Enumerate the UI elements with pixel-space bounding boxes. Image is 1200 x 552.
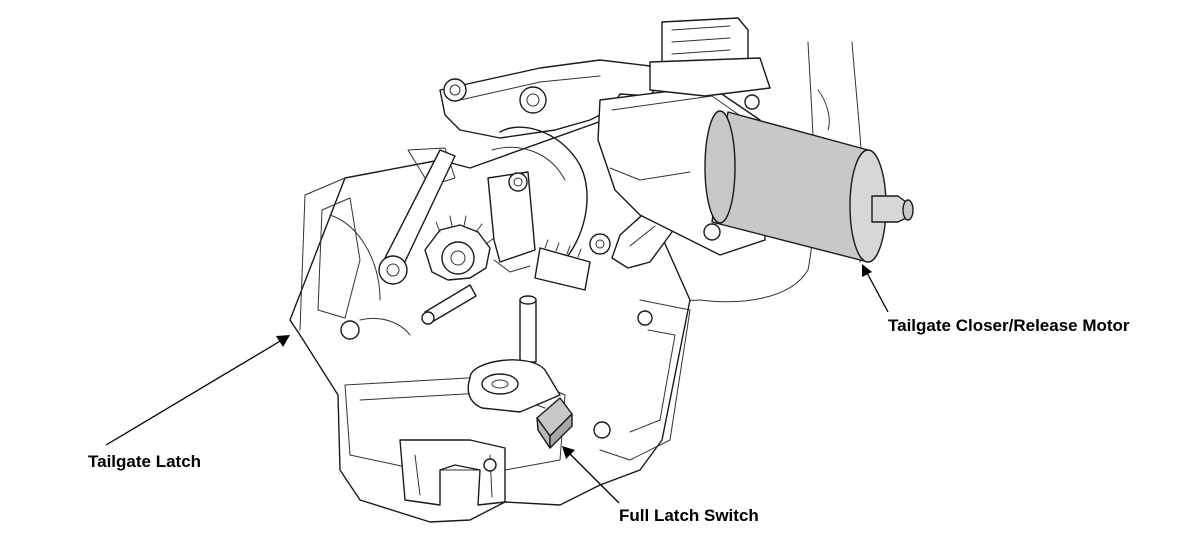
arrow-full-latch-switch [562, 446, 620, 504]
arrow-closer-release-motor [862, 264, 889, 313]
closer-release-motor-cylinder [704, 110, 914, 263]
latch-mechanism [329, 126, 591, 413]
label-tailgate-latch: Tailgate Latch [88, 452, 202, 471]
arrow-tailgate-latch [105, 335, 290, 446]
label-closer-release-motor: Tailgate Closer/Release Motor [888, 316, 1130, 335]
label-full-latch-switch: Full Latch Switch [619, 506, 759, 525]
full-latch-switch-block [536, 397, 573, 449]
